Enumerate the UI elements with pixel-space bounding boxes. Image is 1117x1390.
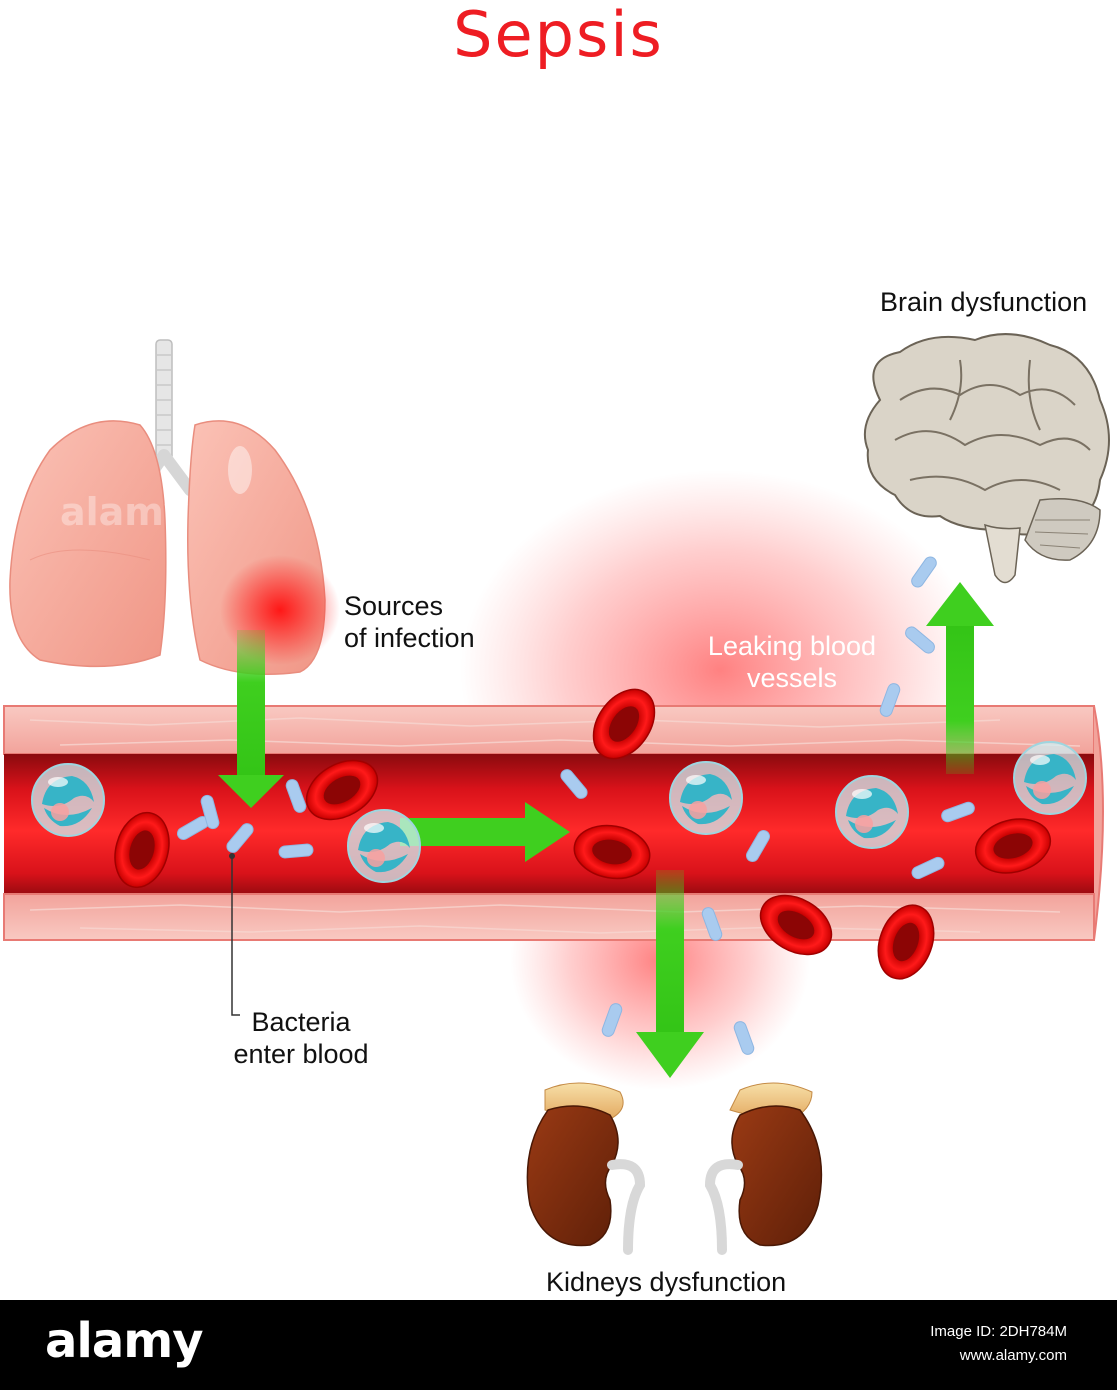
label-sources-of-infection: Sources of infection xyxy=(344,590,475,654)
arrow-infection-into-blood xyxy=(218,630,284,808)
arrow-to-kidneys xyxy=(636,870,704,1078)
label-sources-line1: Sources xyxy=(344,591,444,621)
lungs-icon xyxy=(9,339,340,676)
label-leaking-blood-vessels: Leaking blood vessels xyxy=(702,630,882,694)
white-blood-cell xyxy=(835,775,909,849)
label-brain-dysfunction: Brain dysfunction xyxy=(880,287,1088,317)
arrow-to-brain xyxy=(926,582,994,774)
brain-icon xyxy=(864,333,1110,584)
watermark-info: Image ID: 2DH784M www.alamy.com xyxy=(930,1320,1067,1368)
kidneys-icon xyxy=(526,1082,823,1255)
white-blood-cell xyxy=(669,761,743,835)
label-bacteria-line1: Bacteria xyxy=(251,1007,351,1037)
bacteria-leader-line xyxy=(231,856,240,1016)
label-leaking-line2: vessels xyxy=(746,663,838,693)
arrow-blood-flow xyxy=(400,802,570,862)
page-title: Sepsis xyxy=(453,0,664,71)
bacterium xyxy=(278,843,314,859)
watermark-image-id: Image ID: 2DH784M xyxy=(930,1323,1067,1340)
watermark-ghost: alamy xyxy=(60,490,189,534)
watermark-footer xyxy=(0,1300,1117,1390)
blood-vessel xyxy=(3,705,1104,941)
label-sources-line2: of infection xyxy=(344,623,475,653)
white-blood-cell xyxy=(31,763,105,837)
watermark-site: www.alamy.com xyxy=(959,1347,1067,1364)
label-kidneys-dysfunction: Kidneys dysfunction xyxy=(546,1267,787,1297)
label-leaking-line1: Leaking blood xyxy=(707,631,877,661)
label-bacteria-line2: enter blood xyxy=(233,1039,369,1069)
diagram-canvas xyxy=(3,333,1110,1255)
watermark-logo: alamy xyxy=(45,1313,204,1369)
white-blood-cell xyxy=(347,809,421,883)
label-bacteria-enter-blood: Bacteria enter blood xyxy=(226,1006,376,1070)
white-blood-cell xyxy=(1013,741,1087,815)
